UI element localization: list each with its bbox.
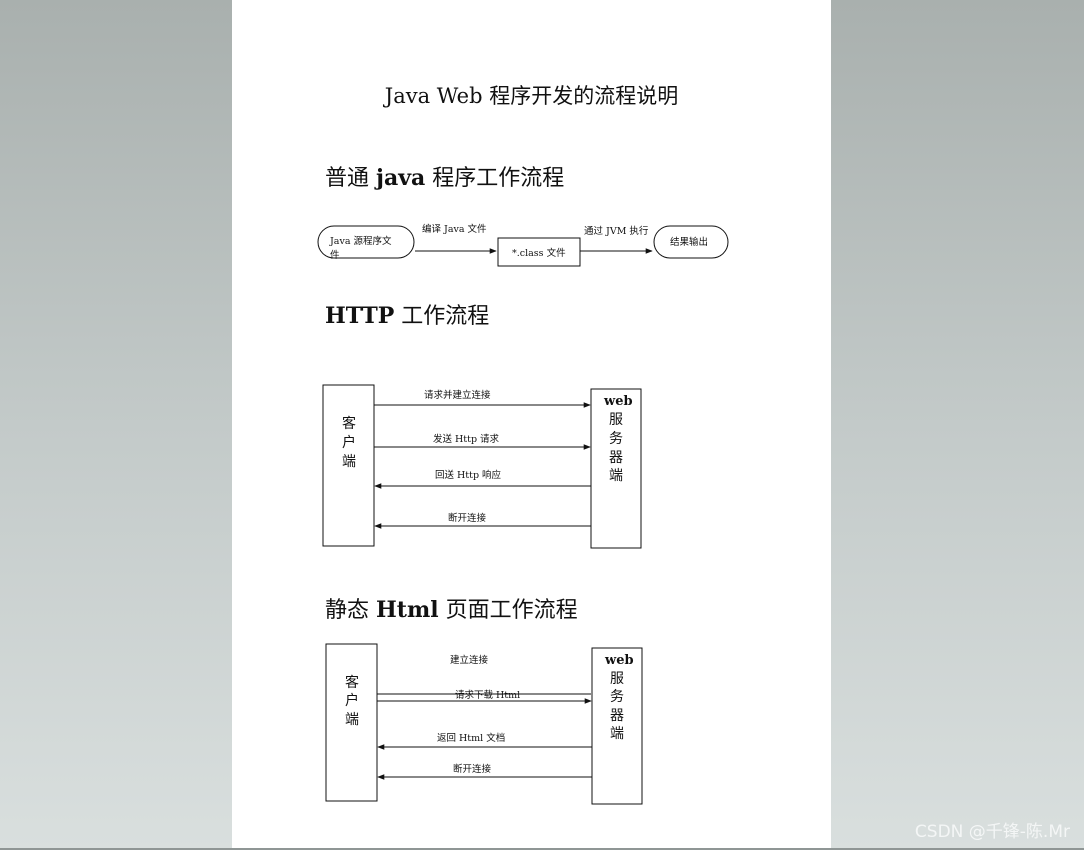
http-msg-label: 发送 Http 请求 xyxy=(433,433,500,445)
heading-text: 静态 xyxy=(325,598,376,623)
compile-label: 编译 Java 文件 xyxy=(422,223,487,235)
watermark: CSDN @千锋-陈.Mr xyxy=(914,822,1070,842)
section-heading-java: 普通 java 程序工作流程 xyxy=(325,160,564,192)
http-client-char: 端 xyxy=(342,454,356,470)
java-flow-diagram: Java 源程序文 件 编译 Java 文件 *.class 文件 通过 JVM… xyxy=(317,223,729,267)
heading-text: 普通 xyxy=(325,166,376,191)
html-client-char: 户 xyxy=(345,692,359,709)
html-server-char: 服 xyxy=(610,671,624,687)
html-client-char: 客 xyxy=(345,674,359,691)
http-flow-diagram: 客 户 端 web 服 务 器 端 请求并建立连接 发送 Http 请求 回送 … xyxy=(322,384,642,549)
heading-text: 页面工作流程 xyxy=(438,598,578,623)
source-label-line2: 件 xyxy=(330,249,340,261)
heading-text: 程序工作流程 xyxy=(425,166,565,191)
source-label-line1: Java 源程序文 xyxy=(329,235,392,247)
output-node xyxy=(653,225,729,259)
heading-text: 工作流程 xyxy=(394,304,490,329)
html-msg-label: 断开连接 xyxy=(453,763,492,775)
html-server-char: 端 xyxy=(610,726,624,742)
class-file-node xyxy=(497,237,581,267)
html-server-char: 器 xyxy=(610,708,624,724)
diagrams-canvas: Java 源程序文 件 编译 Java 文件 *.class 文件 通过 JVM… xyxy=(317,223,729,805)
html-flow-diagram: 客 户 端 web 服 务 器 端 建立连接 请求下载 Html 返回 Html… xyxy=(325,643,643,805)
heading-bold: HTTP xyxy=(325,303,395,329)
document-page: Java 源程序文 件 编译 Java 文件 *.class 文件 通过 JVM… xyxy=(232,0,831,848)
http-client-char: 客 xyxy=(342,415,356,432)
http-msg-label: 断开连接 xyxy=(448,512,487,524)
output-label: 结果输出 xyxy=(670,236,708,248)
http-server-box xyxy=(590,388,642,549)
html-server-char: 务 xyxy=(610,689,624,705)
heading-bold: java xyxy=(376,165,426,191)
http-client-char: 户 xyxy=(342,434,356,451)
html-msg-label: 返回 Html 文档 xyxy=(437,732,505,744)
page-title: Java Web 程序开发的流程说明 xyxy=(384,84,679,108)
heading-bold: Html xyxy=(376,597,439,623)
http-msg-label: 请求并建立连接 xyxy=(424,389,491,401)
http-server-char: 务 xyxy=(609,431,623,447)
html-msg-label: 建立连接 xyxy=(450,654,489,666)
execute-label: 通过 JVM 执行 xyxy=(584,225,649,237)
http-msg-label: 回送 Http 响应 xyxy=(435,469,502,481)
html-server-box xyxy=(591,647,643,805)
http-server-char: 器 xyxy=(609,450,623,466)
http-server-head: web xyxy=(603,394,633,409)
http-server-char: 端 xyxy=(609,468,623,484)
html-client-char: 端 xyxy=(345,712,359,728)
html-server-head: web xyxy=(604,653,634,668)
section-heading-http: HTTP 工作流程 xyxy=(325,298,489,330)
http-server-char: 服 xyxy=(609,412,623,428)
html-msg-label: 请求下载 Html xyxy=(455,689,520,701)
class-file-label: *.class 文件 xyxy=(512,247,566,259)
section-heading-html: 静态 Html 页面工作流程 xyxy=(325,592,578,624)
http-client-box xyxy=(322,384,375,547)
html-client-box xyxy=(325,643,378,802)
source-node xyxy=(317,225,415,259)
bottom-divider xyxy=(0,848,1084,850)
